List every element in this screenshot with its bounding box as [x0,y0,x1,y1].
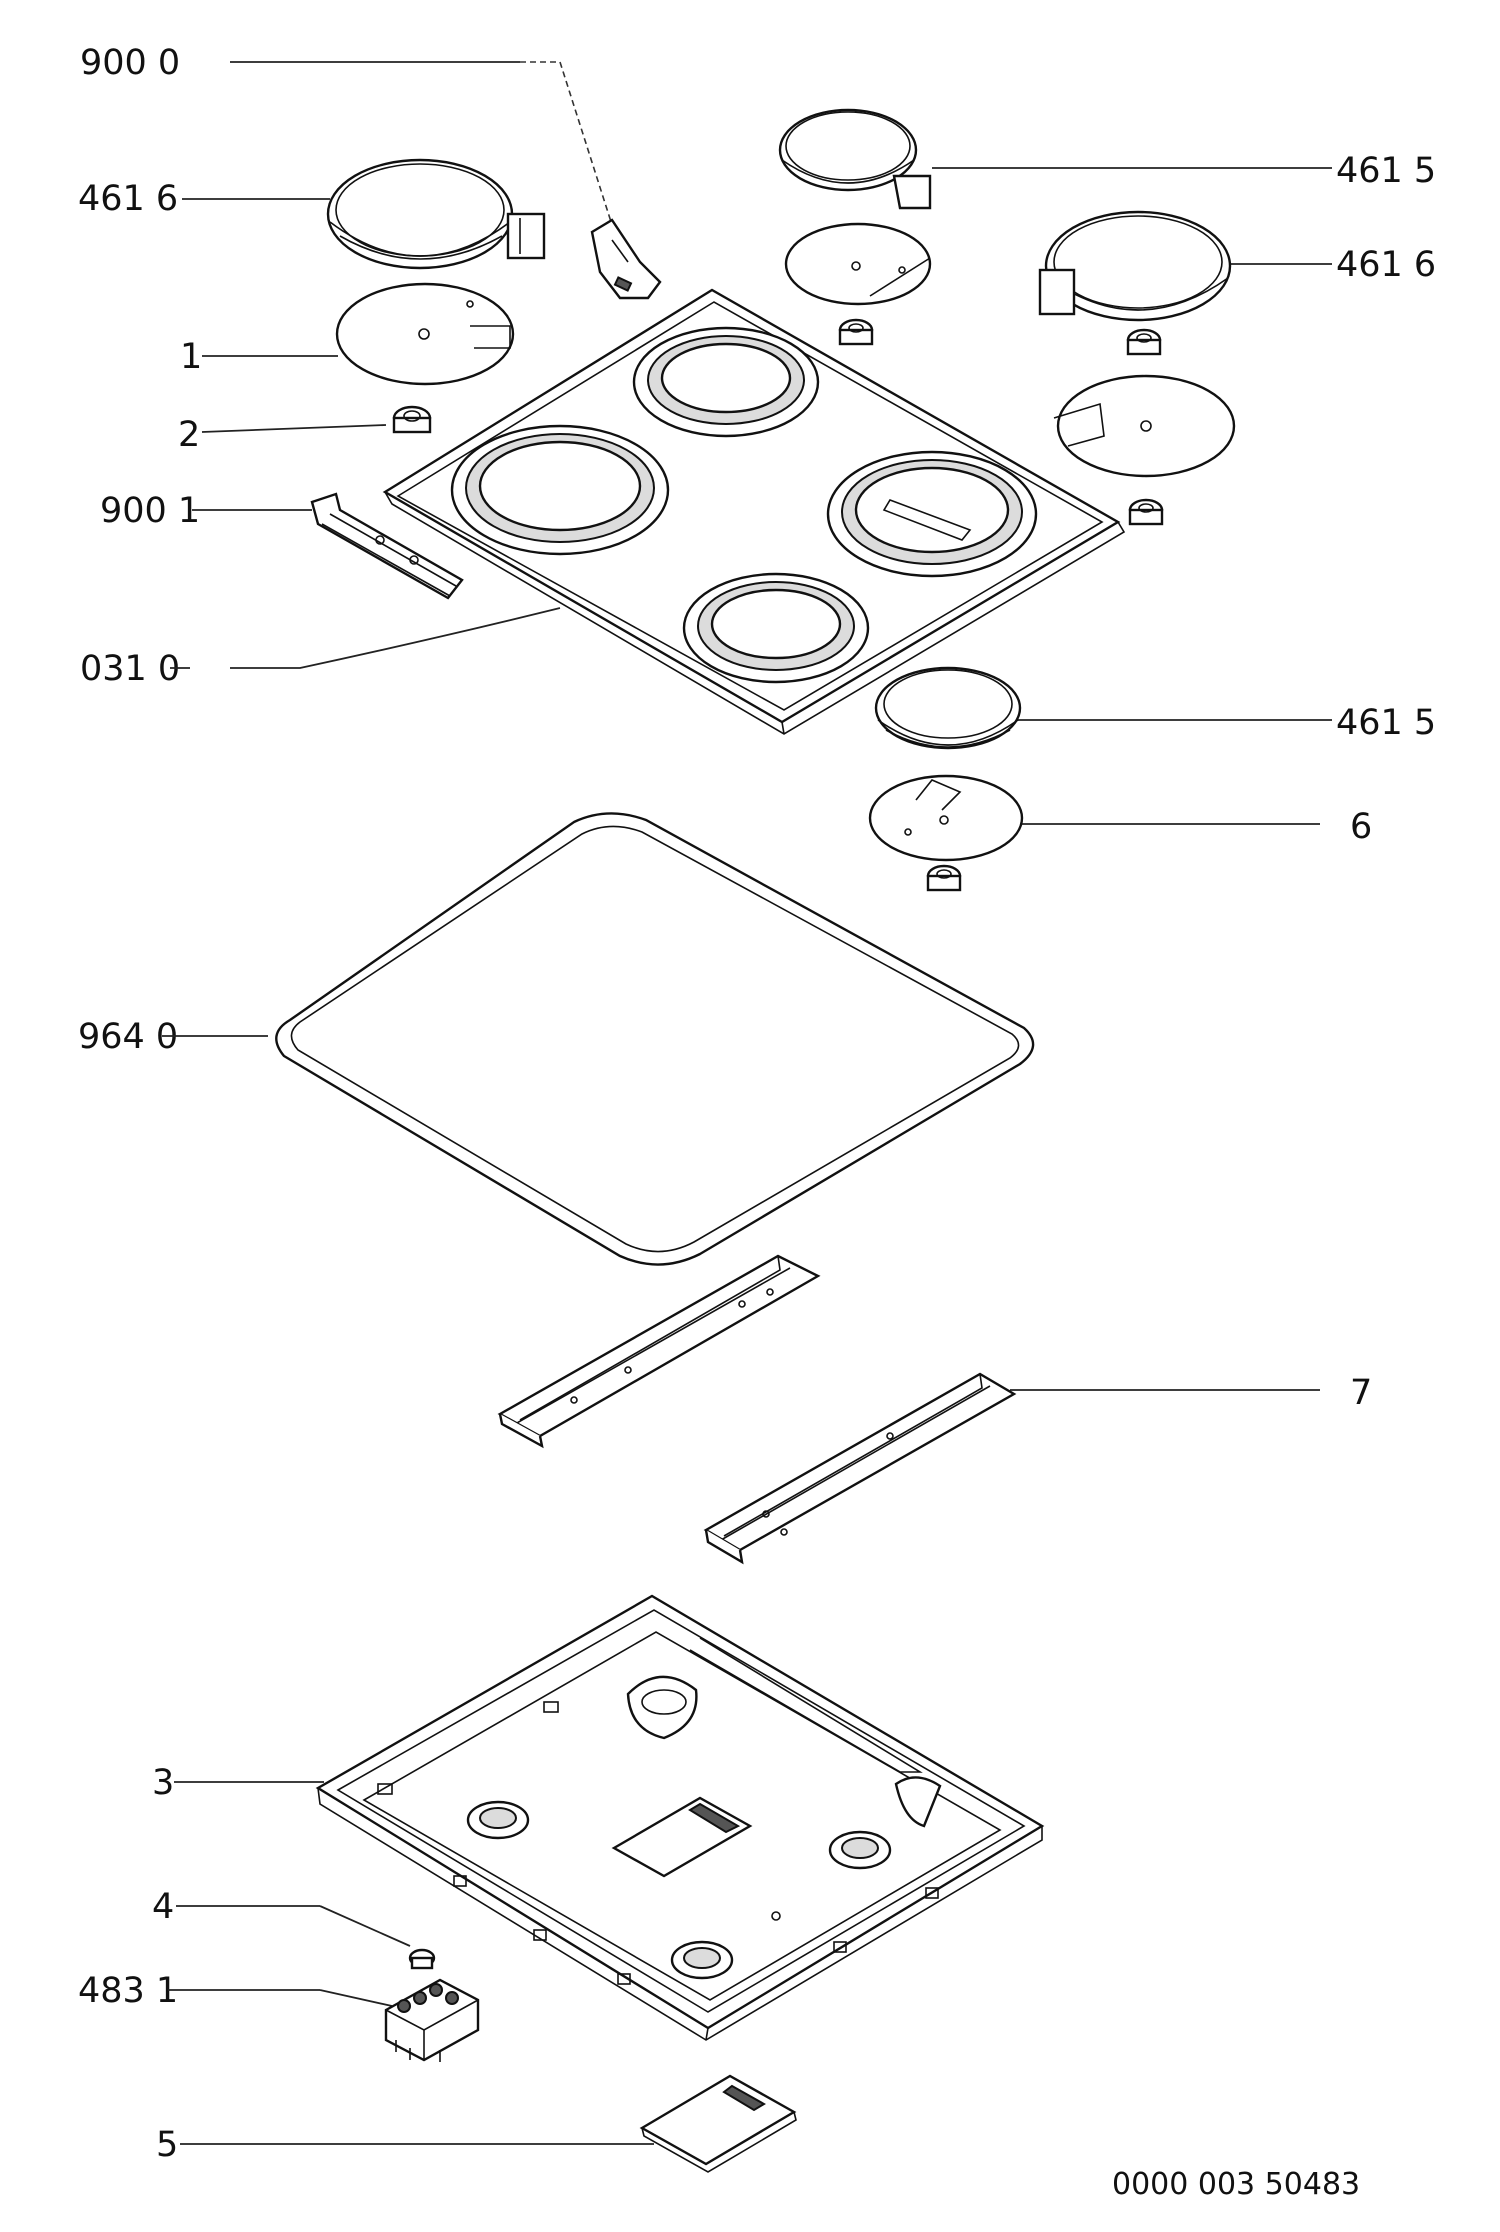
leader-900-0 [230,61,621,251]
cap-4 [408,1948,436,1970]
reflector-disc-right [1053,374,1236,478]
cover-plate-5 [639,2074,797,2173]
label-6: 6 [1350,807,1372,847]
hob-top-plate-031-0 [382,288,1126,735]
label-483-1: 483 1 [78,1971,178,2011]
support-rail-7 [703,1372,1017,1565]
label-900-1: 900 1 [100,491,200,531]
label-900-0: 900 0 [80,43,180,83]
label-964-0: 964 0 [78,1017,178,1057]
label-4: 4 [152,1887,174,1927]
label-461-6-right: 461 6 [1336,245,1436,285]
nut-lower-right [1128,498,1164,526]
label-7: 7 [1350,1373,1372,1413]
label-5: 5 [156,2125,178,2165]
drawing-number: 0000 003 50483 [1112,2167,1360,2202]
gasket-964-0 [275,812,1035,1266]
leader-2 [201,424,387,433]
nut-2 [392,405,432,434]
bracket-900-1 [310,492,464,600]
label-1: 1 [180,337,202,377]
bracket-900-0 [590,218,662,300]
label-2: 2 [178,415,200,455]
bottom-pan-3 [315,1594,1045,2041]
support-rail-left [497,1254,821,1449]
nut-right [1126,328,1162,356]
leader-031-0 [170,607,561,669]
nut-6 [926,864,962,892]
reflector-disc-6 [868,774,1024,862]
terminal-block-483-1 [384,1978,480,2062]
nut-top-right [838,318,874,346]
hot-plate-461-5-mid [874,666,1022,750]
hot-plate-461-6-left [326,158,546,270]
hot-plate-461-6-right [1038,210,1232,322]
label-461-5-mid: 461 5 [1336,703,1436,743]
reflector-disc-1 [335,282,515,386]
reflector-disc-top-right [784,222,932,306]
label-461-5-top: 461 5 [1336,151,1436,191]
label-461-6-left: 461 6 [78,179,178,219]
hot-plate-461-5-top [778,108,932,210]
label-3: 3 [152,1763,174,1803]
label-031-0: 031 0 [80,649,180,689]
